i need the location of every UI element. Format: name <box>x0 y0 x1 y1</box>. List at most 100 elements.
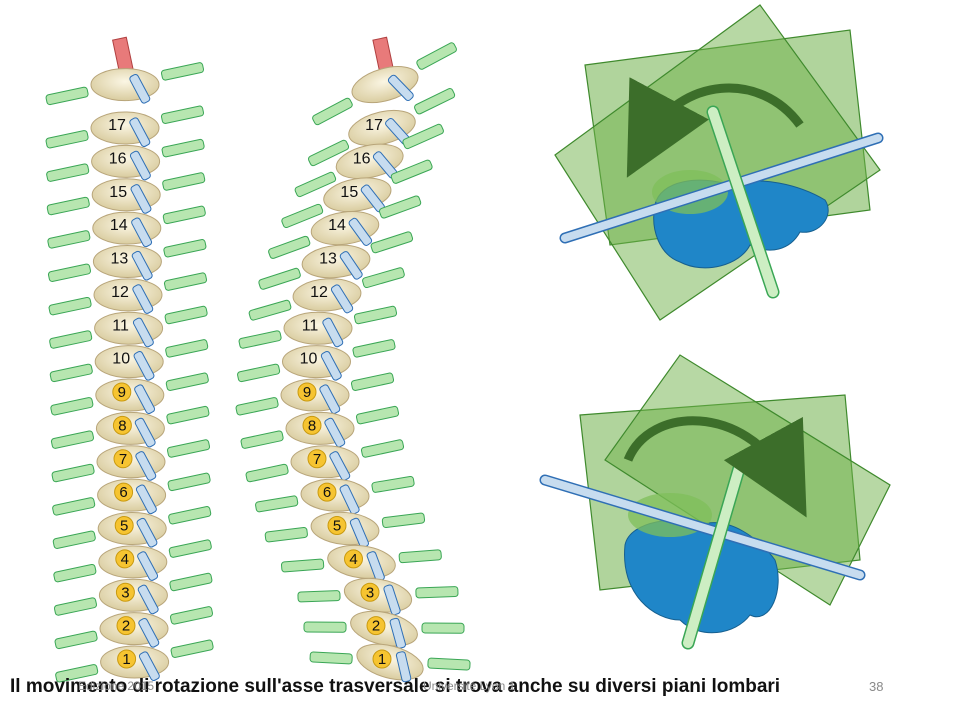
lumbar-vertebra-number: 1 <box>378 651 386 668</box>
axial-rod <box>129 73 151 104</box>
axial-rod <box>395 651 412 683</box>
transverse-rod-right <box>353 305 398 325</box>
transverse-rod-left <box>303 621 347 633</box>
transverse-rod-left <box>255 495 299 513</box>
axial-rod <box>136 517 158 548</box>
lumbar-vertebra-number: 5 <box>333 518 341 535</box>
thoracic-vertebra-number: 12 <box>310 284 328 301</box>
vertebra-3d-bottom <box>539 354 891 650</box>
thoracic-vertebra-number: 10 <box>300 351 318 368</box>
thoracic-vertebra-number: 14 <box>328 217 346 234</box>
transverse-rod-right <box>160 62 205 81</box>
transverse-rod-right <box>421 622 465 634</box>
transverse-rod-left <box>48 296 92 316</box>
lumbar-vertebra-number: 1 <box>122 651 130 668</box>
transverse-rod-left <box>50 430 95 449</box>
lumbar-badge <box>297 382 317 402</box>
lumbar-badge <box>307 449 327 469</box>
axial-rod <box>339 484 360 515</box>
axial-rod <box>137 551 159 581</box>
transverse-rod-left <box>307 139 350 167</box>
transverse-rod-right <box>166 439 211 458</box>
transverse-rod-right <box>390 159 433 184</box>
transverse-rod-left <box>258 267 301 290</box>
footer-edition: Edizione 2015 <box>78 679 155 693</box>
transverse-rod-left <box>268 235 311 259</box>
transverse-rod-left <box>245 463 289 483</box>
transverse-rod-left <box>47 230 91 249</box>
transverse-rod-right <box>169 606 214 625</box>
transverse-rod-right <box>362 267 405 289</box>
transverse-rod-right <box>427 657 471 671</box>
transverse-rod-left <box>235 397 279 416</box>
transverse-rod-left <box>49 363 93 383</box>
transverse-rod-left <box>55 664 99 683</box>
transverse-rod-left <box>52 530 96 549</box>
thoracic-vertebra-number: 15 <box>109 184 127 201</box>
transverse-rod-right <box>398 549 442 564</box>
transverse-rod-right <box>169 572 213 592</box>
rotation-arrow-counterclockwise <box>626 77 804 178</box>
axial-rod <box>137 584 159 615</box>
lumbar-badge <box>317 482 337 502</box>
transverse-rod-left <box>248 299 292 321</box>
lumbar-badge <box>344 549 363 569</box>
transverse-rod-right <box>371 475 415 493</box>
lumbar-vertebra-number: 9 <box>303 384 311 401</box>
transverse-rod-left <box>52 497 96 516</box>
transverse-rod-left <box>240 430 284 449</box>
thoracic-vertebra-number: 10 <box>112 351 130 368</box>
lumbar-vertebra-number: 7 <box>313 451 321 468</box>
axial-rod <box>133 351 155 381</box>
lumbar-badge <box>366 616 386 636</box>
thoracic-vertebra-number: 14 <box>110 217 128 234</box>
transverse-rod-right <box>162 205 206 225</box>
transverse-rod-right <box>163 272 208 291</box>
transverse-rod-right <box>355 405 400 425</box>
axial-rod <box>339 251 363 280</box>
axial-rod <box>134 384 156 414</box>
transverse-rod-right <box>164 305 208 325</box>
axial-rod <box>389 617 406 649</box>
transverse-rod-left <box>312 97 353 126</box>
lumbar-badge <box>117 649 137 669</box>
footer-institution: Université Lyon 1 <box>423 679 516 693</box>
lumbar-badge <box>112 415 132 435</box>
lumbar-badge <box>115 582 135 602</box>
transverse-rod-left <box>297 590 341 603</box>
lumbar-vertebra-number: 3 <box>366 584 374 601</box>
axial-rod <box>131 250 153 281</box>
thoracic-vertebra-number: 16 <box>109 150 127 167</box>
page-number: 38 <box>869 679 884 694</box>
lumbar-badge <box>327 516 347 535</box>
axial-rod <box>348 217 373 246</box>
lumbar-vertebra-number: 3 <box>121 584 129 601</box>
thoracic-vertebra-number: 17 <box>108 117 126 134</box>
thoracic-vertebra-number: 13 <box>319 251 337 268</box>
transverse-rod-left <box>281 558 325 573</box>
transverse-rod-right <box>415 586 459 599</box>
lumbar-vertebra-number: 4 <box>121 551 129 568</box>
axial-rod <box>319 384 341 414</box>
transverse-rod-right <box>170 639 214 658</box>
transverse-rod-left <box>237 363 281 383</box>
transverse-rod-right <box>161 138 205 158</box>
transverse-rod-left <box>47 263 92 282</box>
vertebra-3d-top <box>554 4 884 321</box>
transverse-rod-left <box>46 163 90 182</box>
axial-rod <box>132 284 154 314</box>
slide-caption: Il movimento di rotazione sull'asse tras… <box>10 676 781 697</box>
axial-rod <box>135 451 157 481</box>
transverse-rod-right <box>402 123 444 150</box>
axial-rod <box>387 74 414 102</box>
axial-rod <box>135 484 157 515</box>
transverse-rod-left <box>309 651 353 665</box>
transverse-rod-right <box>370 231 414 254</box>
transverse-rod-right <box>379 195 422 219</box>
transverse-rod-right <box>166 405 210 425</box>
thoracic-vertebra-number: 17 <box>365 117 383 134</box>
transverse-rod-left <box>54 630 98 650</box>
transverse-rod-left <box>51 463 95 483</box>
